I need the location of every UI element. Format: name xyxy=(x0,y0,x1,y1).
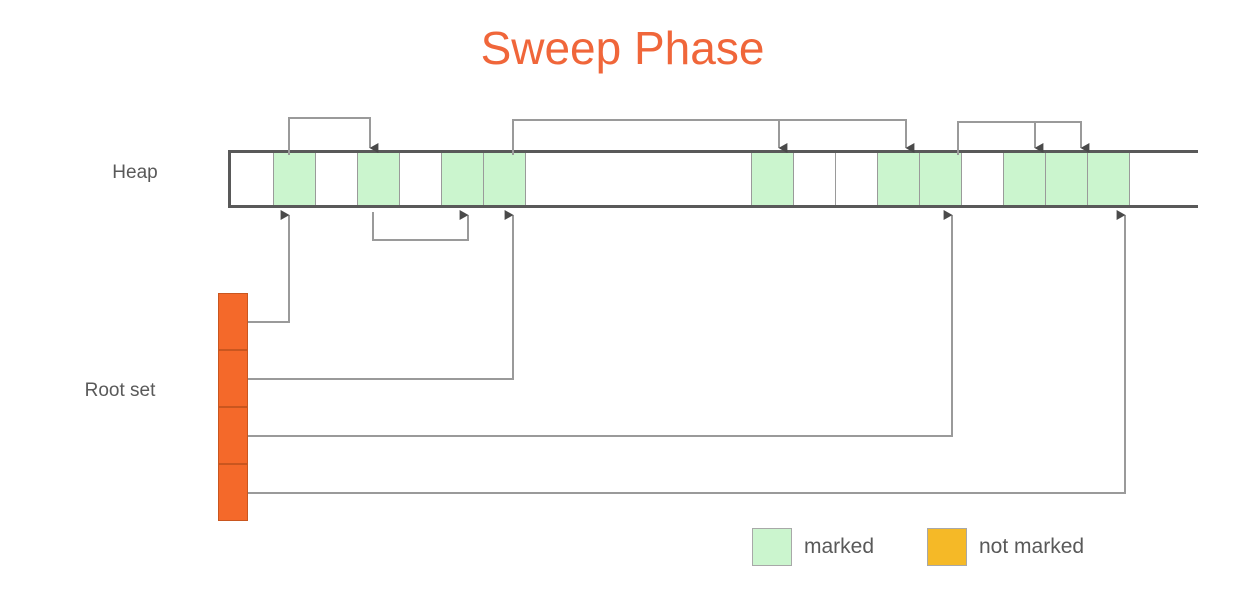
heap-cell-11-marked[interactable] xyxy=(878,153,920,205)
legend-label-marked: marked xyxy=(804,535,875,558)
heap-cell-13-unmarked[interactable] xyxy=(962,153,1004,205)
heap-cell-12-marked[interactable] xyxy=(920,153,962,205)
legend-item-not-marked: not marked xyxy=(927,528,1084,566)
heap-pointer-h5 xyxy=(958,121,1090,153)
heap-cell-15-marked[interactable] xyxy=(1046,153,1088,205)
heap-cell-7-unmarked[interactable] xyxy=(526,153,752,205)
heap-cell-0-unmarked[interactable] xyxy=(234,153,274,205)
heap-cell-14-marked[interactable] xyxy=(1004,153,1046,205)
heap-cell-10-unmarked[interactable] xyxy=(836,153,878,205)
heap-cell-16-marked[interactable] xyxy=(1088,153,1130,205)
root-block-1[interactable] xyxy=(218,350,248,407)
legend-label-not-marked: not marked xyxy=(979,535,1085,558)
root-block-3[interactable] xyxy=(218,464,248,521)
heap-cell-4-unmarked[interactable] xyxy=(400,153,442,205)
heap-label: Heap xyxy=(112,162,158,183)
page-title: Sweep Phase xyxy=(480,22,765,74)
legend-item-marked: marked xyxy=(752,528,874,566)
heap-cell-5-marked[interactable] xyxy=(442,153,484,205)
heap-cell-2-unmarked[interactable] xyxy=(316,153,358,205)
heap-bar xyxy=(228,150,1198,208)
heap-cell-9-unmarked[interactable] xyxy=(794,153,836,205)
root-block-2[interactable] xyxy=(218,407,248,464)
heap-cell-8-marked[interactable] xyxy=(752,153,794,205)
heap-cell-6-marked[interactable] xyxy=(484,153,526,205)
root-pointer-r4 xyxy=(248,210,1126,494)
root-pointer-r3 xyxy=(248,210,953,437)
legend-swatch-marked xyxy=(752,528,792,566)
root-pointer-r1 xyxy=(248,210,290,323)
legend-swatch-not-marked xyxy=(927,528,967,566)
heap-cell-3-marked[interactable] xyxy=(358,153,400,205)
heap-pointer-h6 xyxy=(372,210,469,241)
root-block-0[interactable] xyxy=(218,293,248,350)
heap-cell-17-unmarked[interactable] xyxy=(1130,153,1198,205)
heap-pointer-h3 xyxy=(513,119,915,153)
heap-cell-1-marked[interactable] xyxy=(274,153,316,205)
root-pointer-r2 xyxy=(248,210,514,380)
root-set-label: Root set xyxy=(84,380,156,401)
